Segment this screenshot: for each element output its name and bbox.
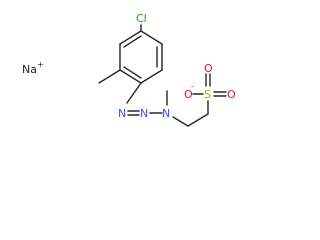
n-ch2-bond xyxy=(172,116,189,127)
azo-nitrogen-3: N xyxy=(162,107,170,120)
ring-n-bond xyxy=(126,82,142,104)
chlorine-label: Cl xyxy=(136,12,147,25)
azo-nitrogen-1: N xyxy=(118,107,126,120)
sulfur-label: S xyxy=(204,88,211,101)
methyl-bond xyxy=(98,69,121,84)
oxygen-right-label: O xyxy=(227,88,236,101)
benzene-ring xyxy=(119,30,163,84)
oxygen-anion-charge: - xyxy=(191,82,194,91)
oxygen-anion-label: O xyxy=(184,88,193,101)
azo-nitrogen-2: N xyxy=(140,107,148,120)
sodium-label: Na xyxy=(22,63,37,76)
sodium-charge: + xyxy=(37,60,44,69)
structure-diagram: Cl N N N S O - O O Na + xyxy=(22,12,236,127)
oxygen-top-label: O xyxy=(204,62,213,75)
ch2-ch2-bond xyxy=(187,113,209,127)
